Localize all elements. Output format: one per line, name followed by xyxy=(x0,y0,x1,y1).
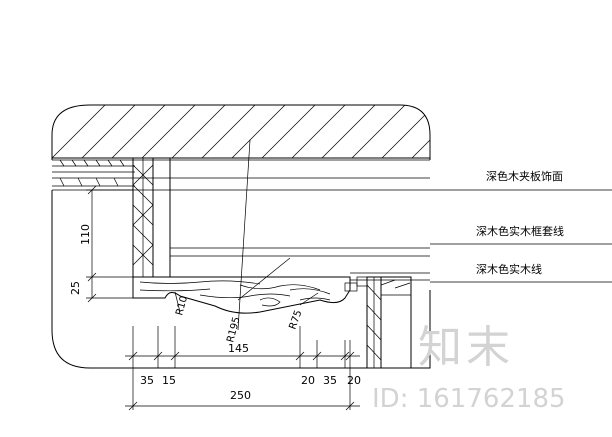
dim-20-left: 20 xyxy=(301,374,315,387)
watermark-logo: 知末 xyxy=(418,322,514,373)
dim-20-right: 20 xyxy=(347,374,361,387)
frame-jamb-left xyxy=(132,157,171,278)
vertical-dimensions xyxy=(86,185,133,303)
callout-veneer: 深色木夹板饰面 xyxy=(486,169,563,183)
wall-outline-right-lower xyxy=(410,290,431,369)
radius-lines xyxy=(174,139,319,331)
frame-jamb-right xyxy=(366,276,412,369)
radius-r10: R10 xyxy=(174,295,190,317)
wall-outline-left-lower xyxy=(51,190,370,369)
dim-110: 110 xyxy=(79,224,92,245)
wall-outline xyxy=(51,104,431,160)
wall-hatch xyxy=(52,105,430,158)
horizontal-dimensions xyxy=(125,326,360,411)
wood-trim-profile xyxy=(132,276,368,314)
dim-25: 25 xyxy=(69,281,82,295)
dim-250: 250 xyxy=(230,389,251,402)
dim-35-left: 35 xyxy=(140,374,154,387)
panel-layer-ticks xyxy=(59,159,125,187)
callout-frame-trim: 深木色实木框套线 xyxy=(476,224,564,238)
dim-15: 15 xyxy=(162,374,176,387)
radius-r75: R75 xyxy=(287,309,304,331)
dim-145: 145 xyxy=(228,342,249,355)
panel-layers xyxy=(52,159,430,281)
dim-35-right: 35 xyxy=(323,374,337,387)
radius-r195: R195 xyxy=(225,316,242,344)
callout-leaders xyxy=(430,189,612,283)
callout-wood-trim: 深木色实木线 xyxy=(476,262,542,276)
watermark-id: ID: 161762185 xyxy=(372,384,566,414)
